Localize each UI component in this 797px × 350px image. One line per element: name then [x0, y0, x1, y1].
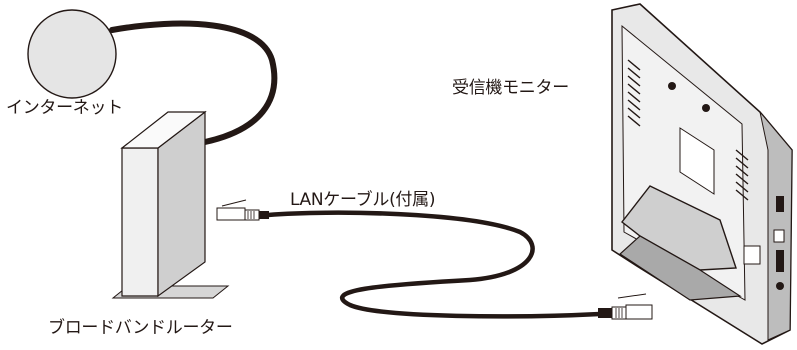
router-label: ブロードバンドルーター [48, 318, 233, 338]
receiver-monitor-icon [611, 3, 793, 345]
router-icon [111, 110, 230, 299]
lan-cable-label: LANケーブル(付属) [290, 190, 436, 210]
internet-globe-icon [27, 9, 117, 99]
internet-label: インターネット [6, 98, 123, 118]
lan-plug-monitor-icon [598, 293, 653, 320]
internet-cable [109, 20, 278, 145]
monitor-label: 受信機モニター [452, 78, 569, 98]
lan-plug-router-icon [216, 199, 269, 221]
lan-cable [265, 210, 603, 319]
